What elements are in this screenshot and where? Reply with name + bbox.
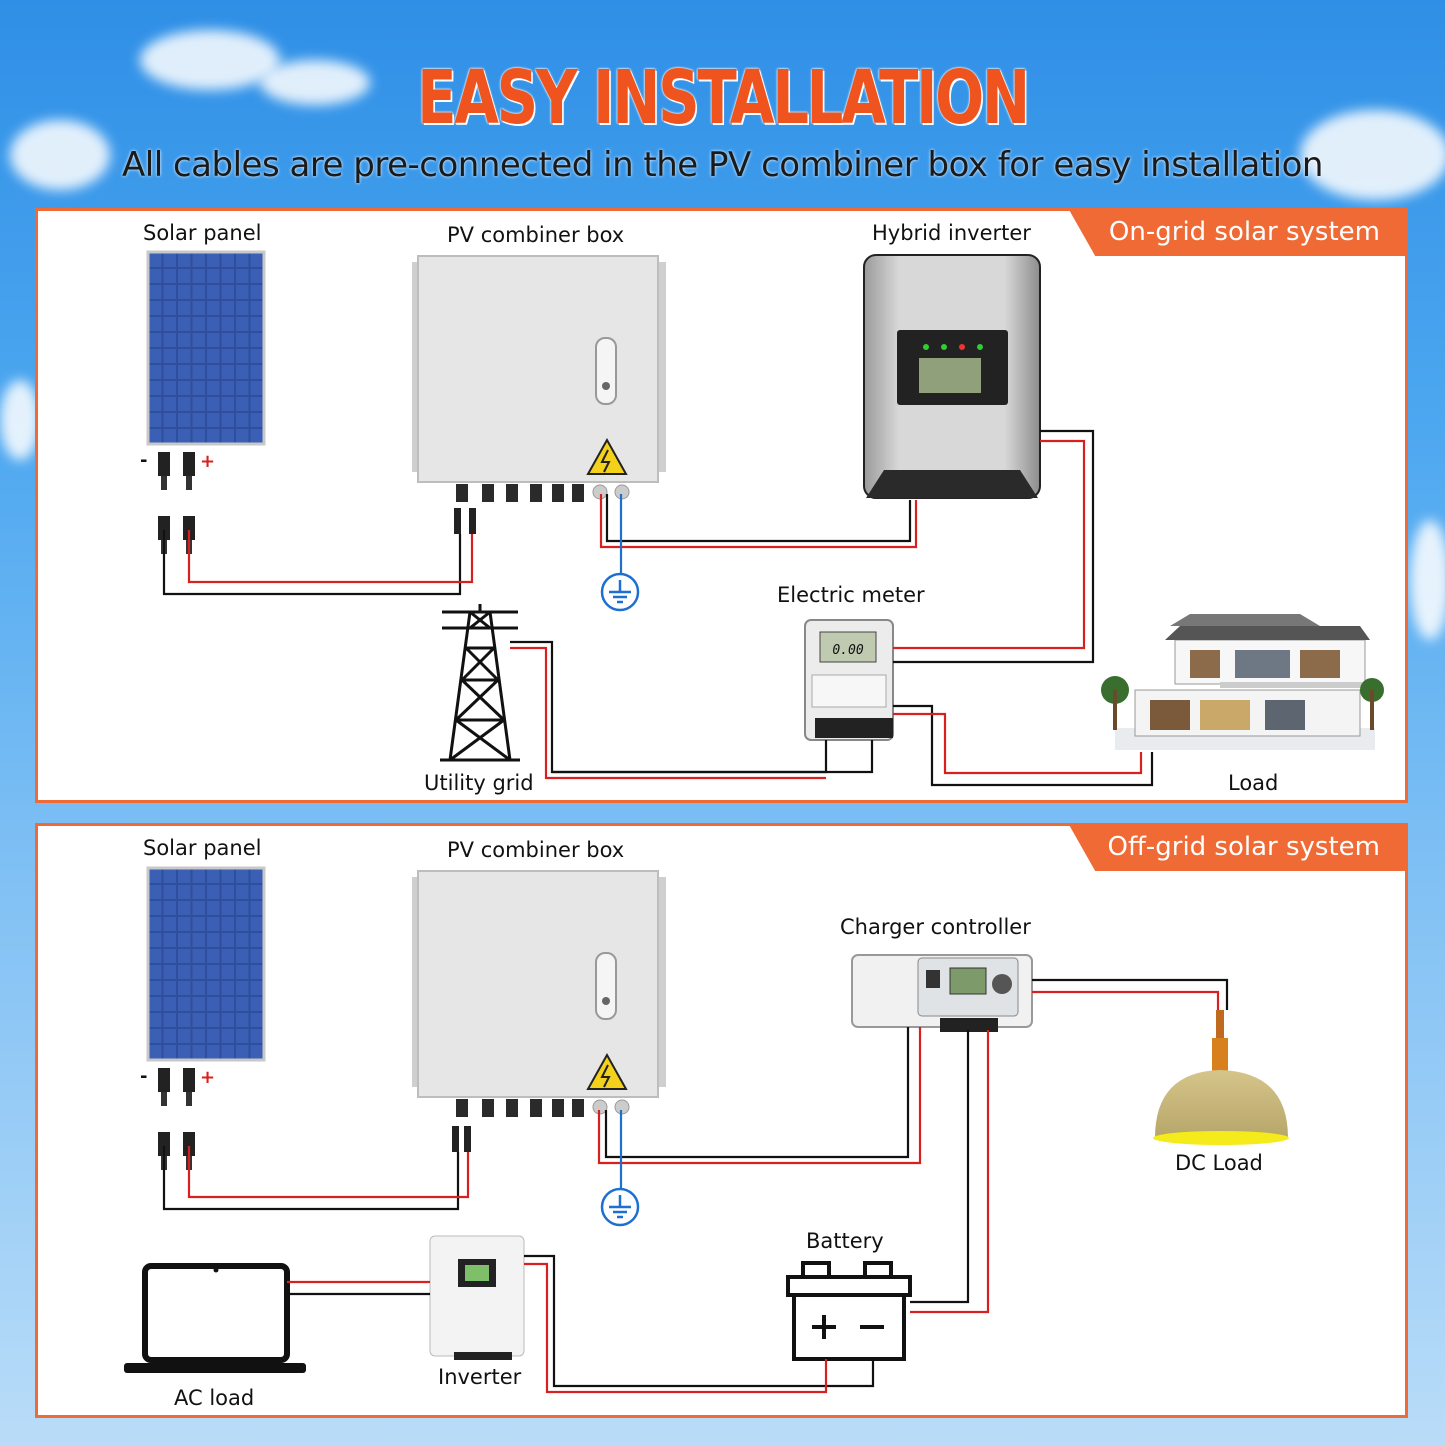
cloud: [1300, 110, 1445, 200]
label-combiner-box: PV combiner box: [447, 838, 625, 862]
page-title: EASY INSTALLATION: [417, 55, 1030, 141]
off-grid-tag: Off-grid solar system: [1068, 823, 1408, 871]
polarity-plus: +: [200, 1067, 215, 1088]
label-electric-meter: Electric meter: [777, 583, 925, 607]
polarity-minus: -: [140, 450, 147, 471]
house-icon: [1101, 614, 1384, 750]
cloud: [1410, 520, 1445, 640]
solar-panel-icon: [146, 250, 266, 446]
label-combiner-box: PV combiner box: [447, 223, 625, 247]
on-grid-tag: On-grid solar system: [1068, 208, 1408, 256]
hybrid-inverter-icon: [863, 254, 1041, 499]
page-subtitle: All cables are pre-connected in the PV c…: [122, 145, 1323, 185]
label-charger-controller: Charger controller: [840, 915, 1031, 939]
electric-meter-icon: 0.00: [804, 619, 894, 741]
polarity-plus: +: [200, 451, 215, 472]
label-load: Load: [1228, 771, 1279, 795]
charge-controller-icon: [851, 954, 1033, 1032]
label-inverter: Inverter: [438, 1365, 522, 1389]
inverter-icon: [429, 1235, 525, 1360]
label-utility-grid: Utility grid: [424, 771, 534, 795]
cloud: [140, 30, 280, 90]
utility-tower-icon: [440, 604, 520, 762]
dc-load-lamp-icon: [1153, 1010, 1289, 1145]
cloud: [0, 380, 40, 460]
off-grid-wires: [162, 978, 1229, 1394]
solar-panel-icon: [146, 866, 266, 1062]
combiner-input-connector-icon: [454, 508, 476, 534]
on-grid-wires: [162, 429, 1154, 787]
combiner-box-icon: [411, 870, 667, 1118]
label-solar-panel: Solar panel: [143, 836, 262, 860]
ground-icon: [600, 1187, 640, 1227]
cloud: [260, 60, 370, 105]
battery-icon: [786, 1261, 912, 1361]
combiner-input-connector-icon: [452, 1126, 471, 1152]
label-dc-load: DC Load: [1175, 1151, 1263, 1175]
polarity-minus: -: [140, 1066, 147, 1087]
label-battery: Battery: [806, 1229, 884, 1253]
label-hybrid-inverter: Hybrid inverter: [872, 221, 1031, 245]
meter-reading: 0.00: [832, 643, 863, 658]
cloud: [10, 120, 110, 190]
ground-icon: [600, 572, 640, 612]
ac-load-laptop-icon: [124, 1263, 306, 1373]
label-ac-load: AC load: [174, 1386, 255, 1410]
label-solar-panel: Solar panel: [143, 221, 262, 245]
combiner-box-icon: [411, 255, 667, 503]
